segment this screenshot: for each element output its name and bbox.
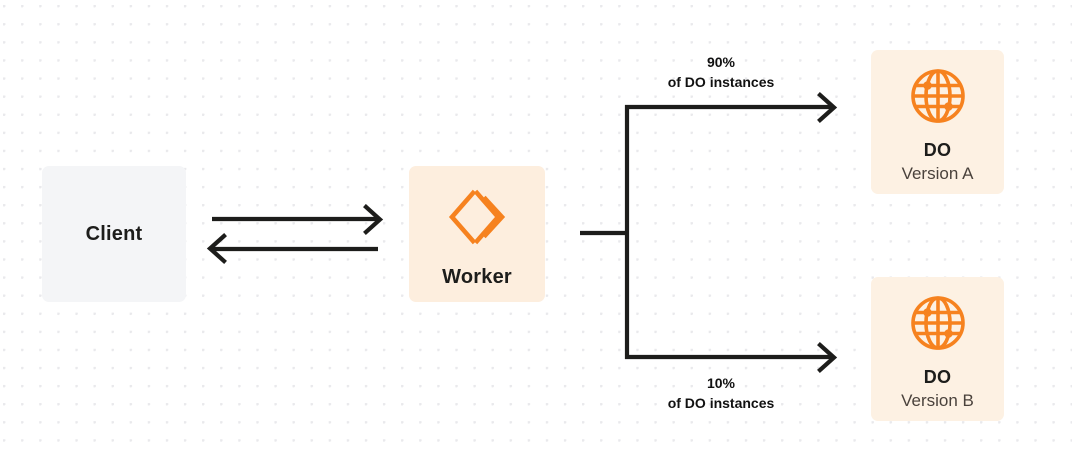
edge-label-do-b: 10% of DO instances	[629, 373, 813, 414]
edge-label-do-b-percent: 10%	[706, 375, 736, 391]
edge-to-do-a-arrowhead	[817, 92, 838, 123]
node-do-a-label: DO	[923, 140, 952, 160]
node-do-b-sublabel: Version B	[901, 391, 974, 410]
node-do-a-sublabel: Version A	[901, 164, 974, 183]
node-worker[interactable]: Worker	[409, 166, 545, 302]
globe-icon	[908, 293, 968, 353]
node-do-version-a[interactable]: DO Version A	[871, 50, 1004, 194]
node-client[interactable]: Client	[42, 166, 186, 302]
cloudflare-workers-icon	[446, 186, 508, 248]
edge-worker-to-client-arrowhead	[206, 233, 227, 264]
edge-to-do-b-arrowhead	[817, 342, 838, 373]
node-do-b-label: DO	[923, 367, 952, 387]
edge-client-to-worker-arrowhead	[363, 204, 384, 235]
edge-label-do-b-caption: of DO instances	[667, 395, 775, 412]
node-worker-label: Worker	[442, 266, 512, 288]
edge-label-do-a-percent: 90%	[706, 54, 736, 70]
node-client-label: Client	[85, 222, 143, 245]
node-do-version-b[interactable]: DO Version B	[871, 277, 1004, 421]
edge-label-do-a-caption: of DO instances	[667, 74, 775, 91]
edge-label-do-a: 90% of DO instances	[629, 52, 813, 93]
globe-icon	[908, 66, 968, 126]
